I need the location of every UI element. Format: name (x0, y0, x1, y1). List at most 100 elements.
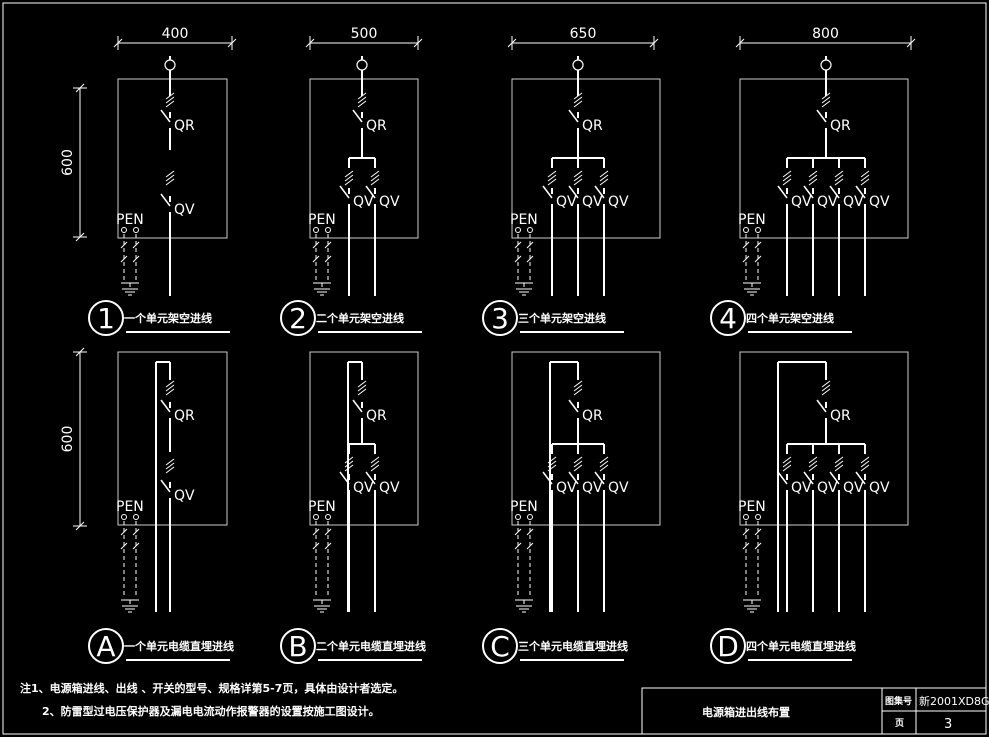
conductor-tick (860, 456, 870, 464)
switch-label: QV (379, 194, 400, 210)
caption-text: 二个单元电缆直埋进线 (316, 639, 426, 653)
switch-blade (339, 185, 350, 199)
conductor-tick (357, 388, 367, 396)
conductor-tick (860, 178, 870, 186)
conductor-tick (357, 100, 367, 108)
switch-blade (352, 399, 363, 413)
conductor-tick (860, 170, 870, 178)
conductor-tick (370, 456, 380, 464)
switch-blade (855, 185, 866, 199)
conductor-tick (821, 92, 831, 100)
dimension-tick (735, 38, 745, 48)
enclosure (511, 351, 661, 526)
conductor-tick (808, 170, 818, 178)
conductor-tick (834, 170, 844, 178)
conductor-tick (370, 170, 380, 178)
pen-terminal (133, 514, 139, 520)
caption-text: 四个单元电缆直埋进线 (746, 639, 856, 653)
switch-blade (594, 471, 605, 485)
protector-mark (324, 528, 332, 536)
caption-text: 一个单元电缆直埋进线 (124, 639, 234, 653)
protector-mark (132, 542, 140, 550)
conductor-tick (573, 170, 583, 178)
protector-mark (742, 542, 750, 550)
switch-blade (160, 479, 171, 493)
height-dimension: 600 (60, 149, 76, 176)
protector-mark (526, 255, 534, 263)
incoming-terminal (820, 59, 832, 71)
conductor-tick (165, 92, 175, 100)
caption-badge (710, 628, 746, 664)
switch-label: QR (582, 408, 603, 424)
conductor-tick (573, 384, 583, 392)
switch-label: QV (556, 480, 577, 496)
switch-label: QV (608, 480, 629, 496)
conductor-tick (357, 96, 367, 104)
pen-terminal (325, 514, 331, 520)
conductor-tick (834, 178, 844, 186)
conductor-tick (808, 464, 818, 472)
switch-blade (803, 185, 814, 199)
protector-mark (754, 542, 762, 550)
caption-text: 三个单元架空进线 (518, 311, 606, 325)
pen-terminal (325, 227, 331, 233)
protector-mark (742, 528, 750, 536)
switch-label: QV (843, 480, 864, 496)
protector-mark (754, 255, 762, 263)
pen-label: PEN (308, 499, 336, 515)
switch-blade (777, 185, 788, 199)
protector-mark (120, 542, 128, 550)
protector-mark (526, 542, 534, 550)
conductor-tick (599, 464, 609, 472)
protector-mark (742, 241, 750, 249)
conductor-tick (547, 460, 557, 468)
conductor-tick (782, 174, 792, 182)
conductor-tick (573, 460, 583, 468)
pen-terminal (755, 514, 761, 520)
pen-terminal (313, 514, 319, 520)
conductor-tick (165, 174, 175, 182)
dimension-tick (75, 521, 85, 531)
switch-blade (365, 471, 376, 485)
enclosure (117, 78, 228, 239)
switch-blade (777, 471, 788, 485)
switch-blade (160, 193, 171, 207)
switch-label: QR (830, 118, 851, 134)
switch-label: QV (353, 194, 374, 210)
conductor-tick (165, 466, 175, 474)
caption-letter: D (717, 630, 739, 663)
dimension-tick (75, 83, 85, 93)
conductor-tick (165, 388, 175, 396)
conductor-tick (821, 388, 831, 396)
pen-terminal (743, 514, 749, 520)
switch-blade (365, 185, 376, 199)
conductor-tick (834, 460, 844, 468)
conductor-tick (165, 100, 175, 108)
caption-text: 二个单元架空进线 (316, 311, 404, 325)
switch-blade (816, 109, 827, 123)
conductor-tick (370, 464, 380, 472)
caption-badge (482, 300, 518, 336)
conductor-tick (344, 178, 354, 186)
pen-terminal (527, 227, 533, 233)
switch-label: QV (869, 480, 890, 496)
conductor-tick (573, 456, 583, 464)
switch-blade (568, 185, 579, 199)
switch-blade (339, 471, 350, 485)
conductor-tick (573, 464, 583, 472)
conductor-tick (821, 100, 831, 108)
switch-label: QR (366, 118, 387, 134)
switch-blade (855, 471, 866, 485)
width-dimension: 500 (351, 26, 378, 42)
switch-blade (160, 109, 171, 123)
conductor-tick (834, 464, 844, 472)
dimension-tick (113, 38, 123, 48)
pen-terminal (755, 227, 761, 233)
incoming-terminal (356, 59, 368, 71)
